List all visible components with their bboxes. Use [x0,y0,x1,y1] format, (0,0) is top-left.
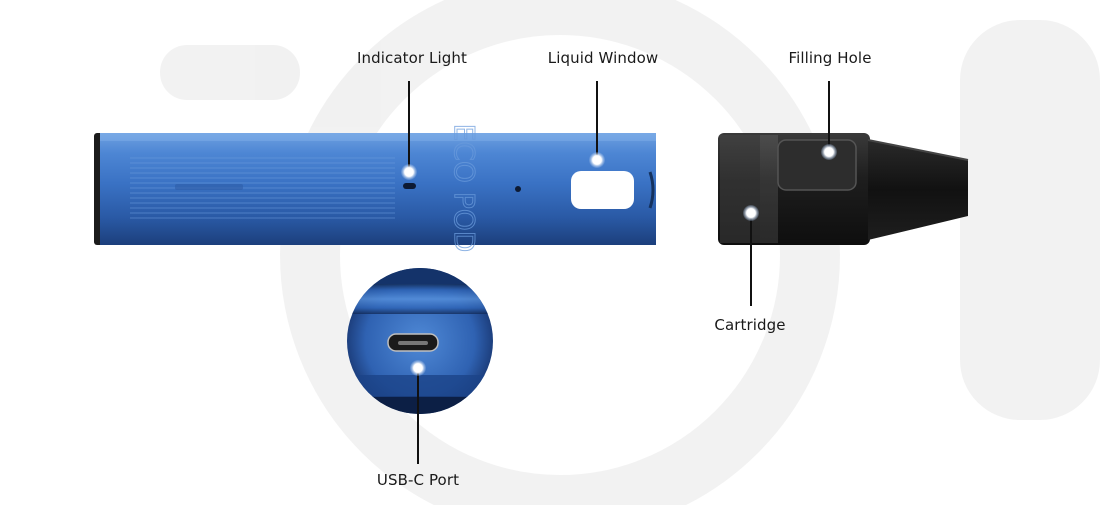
marker-dot-usb-c [410,360,426,376]
label-indicator-light: Indicator Light [357,49,467,67]
grip-texture [130,157,395,219]
label-usb-c-port: USB-C Port [376,471,460,489]
battery-body: ECO POD [94,123,656,253]
cartridge [718,133,969,245]
engraving-text: ECO POD [448,124,481,253]
filling-plug [777,139,857,191]
background-watermark [160,0,1100,509]
airflow-dot [515,186,521,192]
marker-dot-indicator [401,164,417,180]
label-liquid-window: Liquid Window [547,49,659,67]
mouthpiece [868,140,968,240]
indicator-slot [403,183,416,189]
label-cartridge: Cartridge [714,316,786,334]
leader-lines [408,81,830,464]
marker-dot-liquid-window [589,152,605,168]
liquid-window [571,171,634,209]
label-filling-hole: Filling Hole [788,49,872,67]
marker-dot-cartridge [743,205,759,221]
marker-dots [401,144,837,376]
marker-dot-filling-hole [821,144,837,160]
